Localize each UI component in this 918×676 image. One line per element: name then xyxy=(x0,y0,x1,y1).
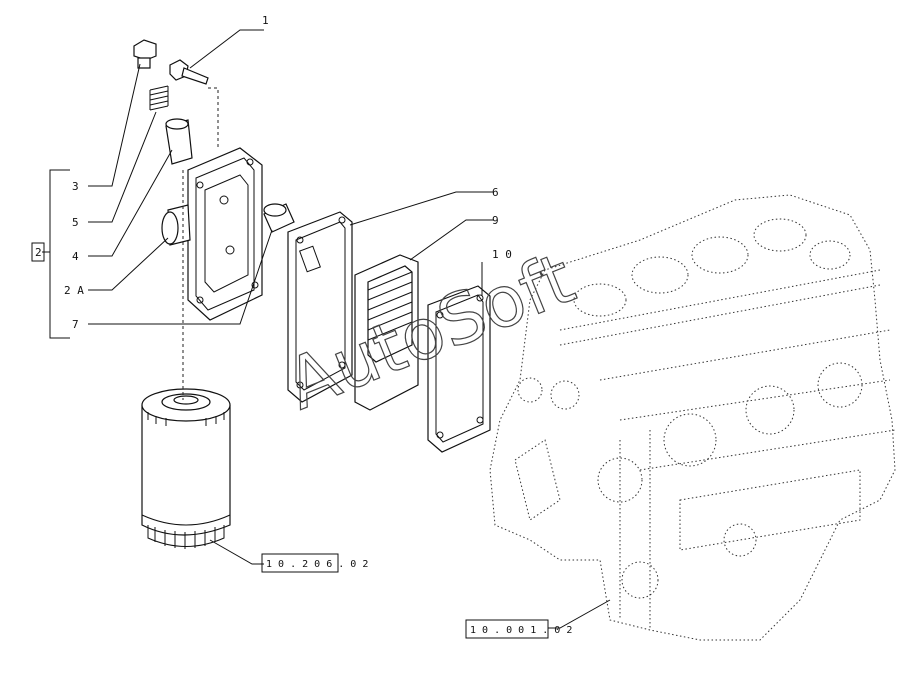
cooler-core-part-9 xyxy=(354,254,419,411)
leader-lines xyxy=(42,29,611,629)
bolt-part-1 xyxy=(169,59,209,85)
gasket-part-10 xyxy=(427,285,491,453)
valve-part-4 xyxy=(165,118,193,165)
engine-block xyxy=(489,194,896,641)
callout-10: 1 0 xyxy=(492,248,512,261)
callout-2: 2 xyxy=(35,246,42,259)
filter-ref-label: 1 0 . 2 0 6 . 0 2 xyxy=(266,559,368,570)
callout-7: 7 xyxy=(72,318,79,331)
spring-part-5 xyxy=(149,85,169,111)
callout-2-box xyxy=(31,242,45,262)
callout-4: 4 xyxy=(72,250,79,263)
oil-filter xyxy=(141,388,231,549)
plug-part-3 xyxy=(133,39,157,69)
block-ref-label: 1 0 . 0 0 1 . 0 2 xyxy=(470,625,572,636)
callout-2a: 2 A xyxy=(64,284,84,297)
callout-3: 3 xyxy=(72,180,79,193)
filter-ref-box xyxy=(261,553,339,573)
sleeve-part-7 xyxy=(263,203,295,233)
gasket-part-6 xyxy=(287,211,353,403)
callout-5: 5 xyxy=(72,216,79,229)
callout-9: 9 xyxy=(492,214,499,227)
callout-6: 6 xyxy=(492,186,499,199)
callout-1: 1 xyxy=(262,14,269,27)
block-ref-box xyxy=(465,619,549,639)
cooler-cover xyxy=(161,147,263,321)
